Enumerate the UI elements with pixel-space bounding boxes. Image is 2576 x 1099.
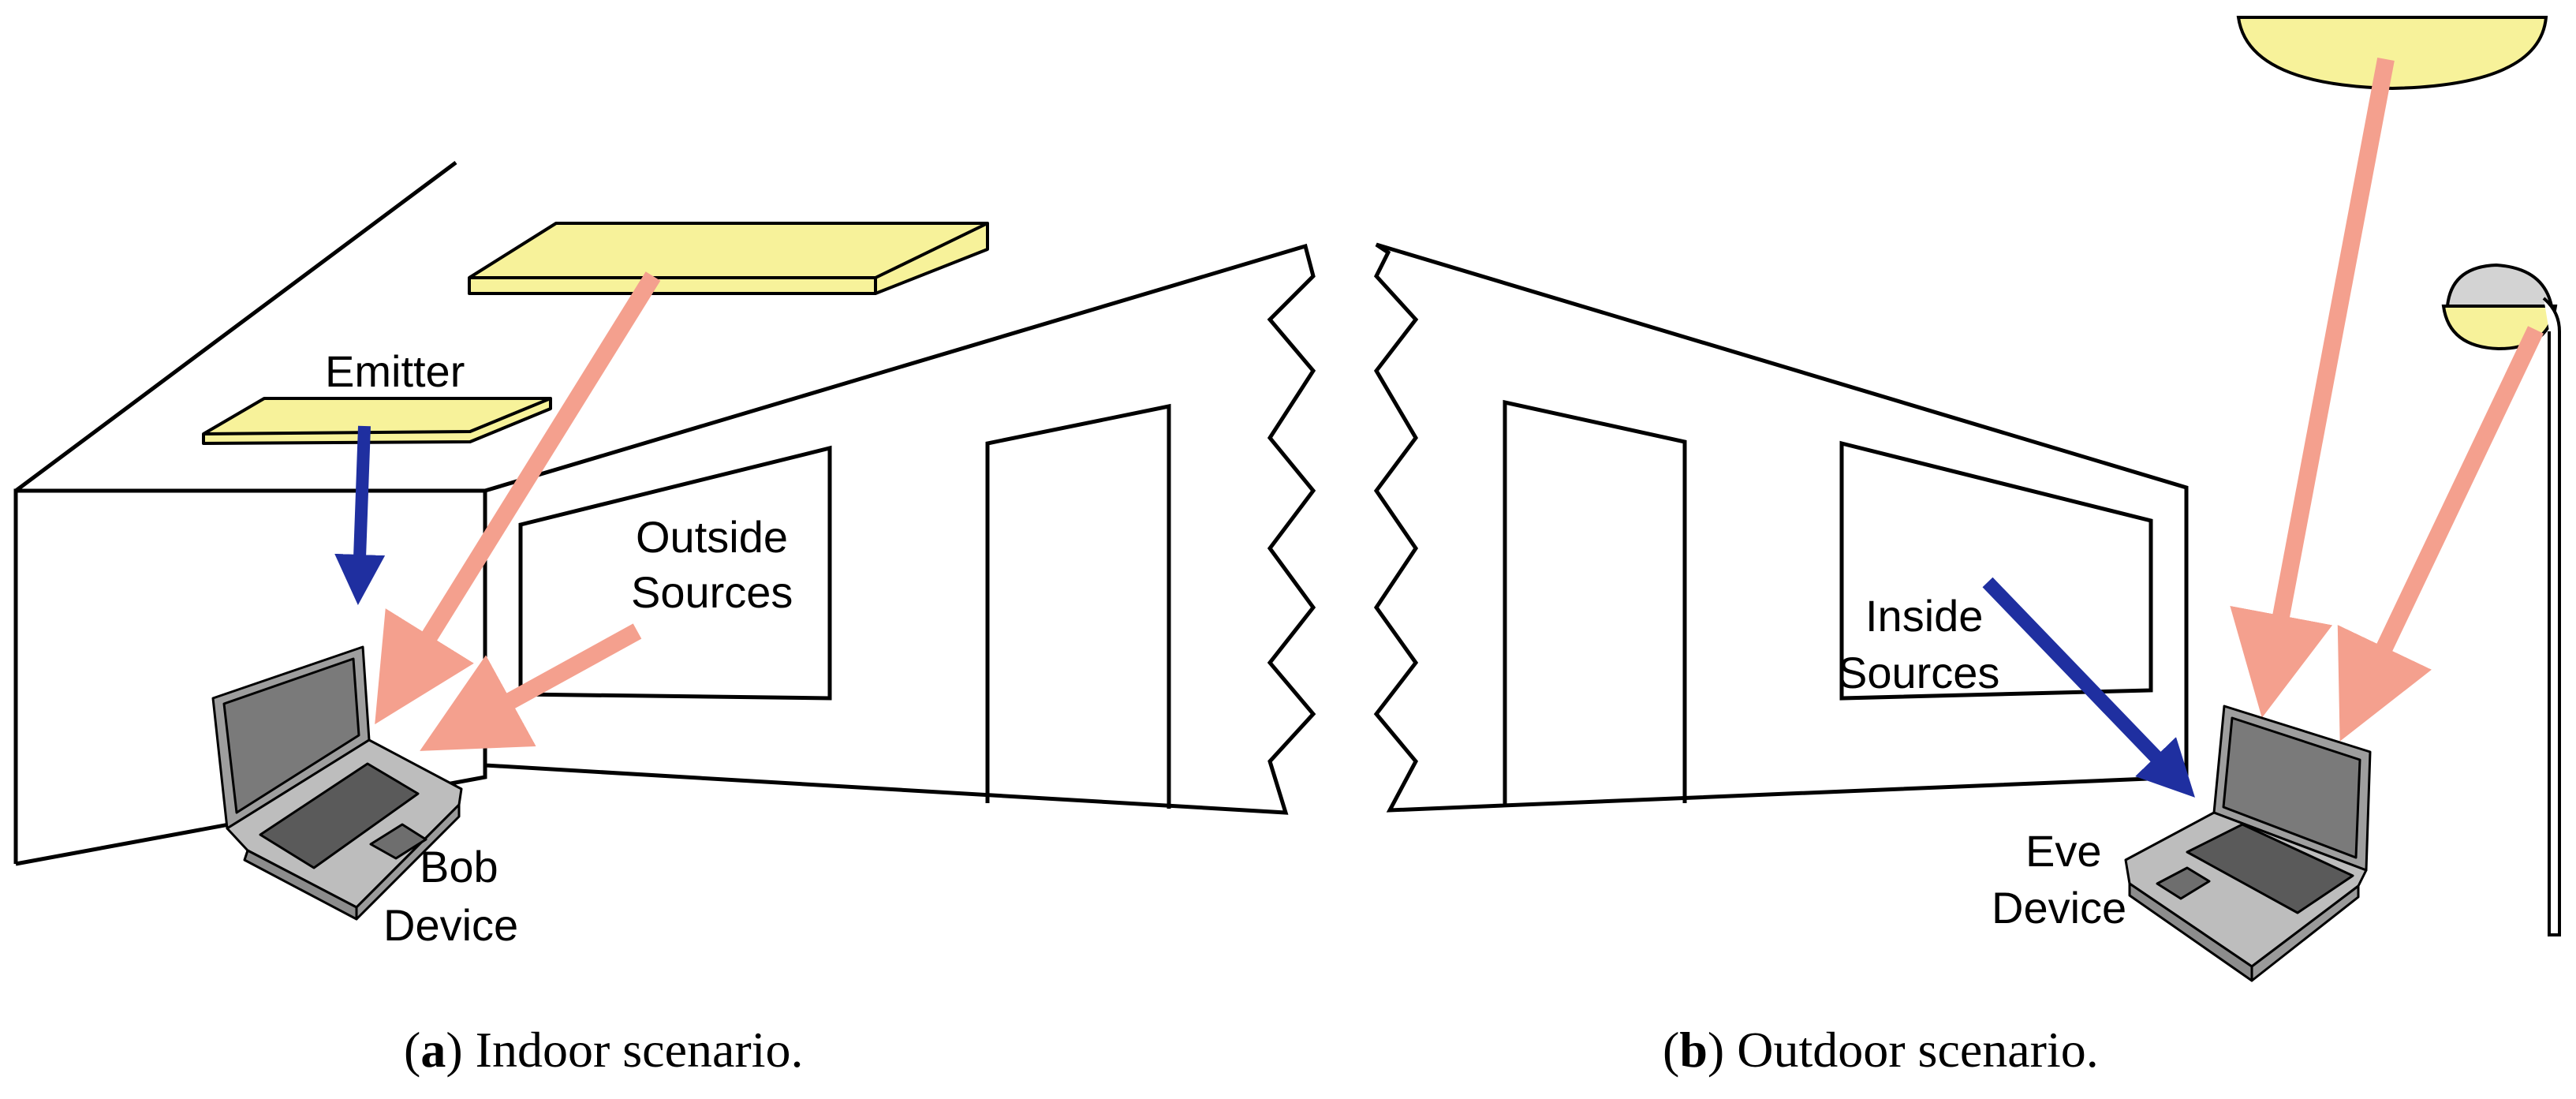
street-light-ray (2337, 326, 2544, 742)
outside-sources-label-line2: Sources (631, 567, 793, 617)
outside-sources-label-line1: Outside (636, 512, 788, 562)
caption-b: (b) Outdoor scenario. (1663, 1022, 2099, 1078)
room-back-wall (483, 243, 1316, 815)
caption-a-letter: a (420, 1022, 446, 1078)
laptop-icon (2124, 705, 2372, 982)
laptop-icon (211, 645, 463, 921)
outdoor-scene (1373, 242, 2189, 813)
inside-sources-label-line1: Inside (1865, 591, 1983, 641)
bob-device-label-line1: Bob (420, 842, 498, 892)
emitter-label: Emitter (325, 346, 465, 396)
window-light-ray (420, 623, 642, 751)
sun-lamp-icon (2236, 16, 2548, 91)
indoor-light-rays (375, 271, 661, 751)
inside-source-arrow (1982, 577, 2195, 798)
room-ceiling-edge (14, 160, 457, 493)
inside-sources-label-line2: Sources (1838, 648, 1999, 697)
ceiling-lamp-icon (468, 222, 989, 295)
outdoor-window (1839, 440, 2153, 701)
emitter-signal-arrow (334, 425, 386, 605)
outdoor-door (1503, 399, 1687, 805)
street-lamp-icon (2441, 263, 2561, 936)
indoor-door (985, 403, 1171, 809)
caption-b-text: Outdoor scenario. (1724, 1022, 2099, 1078)
sun-light-ray (2230, 57, 2395, 718)
caption-a: (a) Indoor scenario. (404, 1022, 803, 1078)
eve-device-label-line1: Eve (2025, 826, 2102, 876)
caption-a-text: Indoor scenario. (463, 1022, 804, 1078)
ceiling-lamp-icon (202, 397, 552, 445)
caption-b-letter: b (1679, 1022, 1708, 1078)
outdoor-light-rays (2230, 57, 2544, 742)
bob-device-label-line2: Device (383, 900, 518, 950)
eve-device-label-line2: Device (1992, 883, 2126, 933)
ceiling-light-ray (375, 271, 661, 725)
building-front-wall (1373, 242, 2189, 813)
indoor-window (518, 445, 832, 701)
